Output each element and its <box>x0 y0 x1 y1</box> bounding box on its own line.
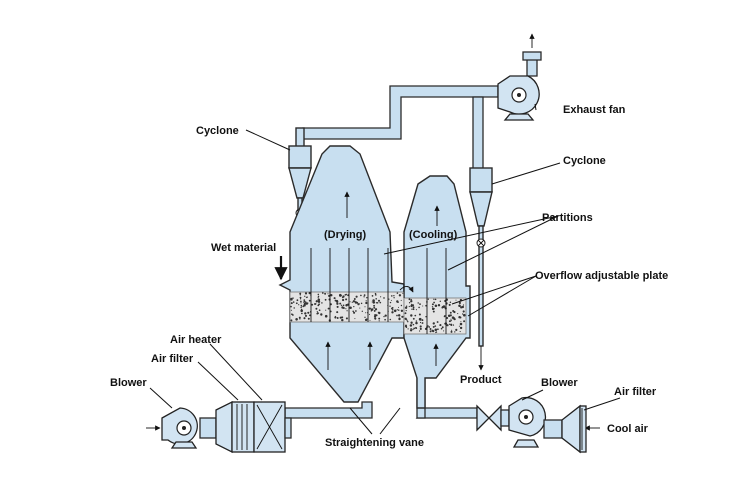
label-exhaust-fan: Exhaust fan <box>563 104 626 116</box>
drying-chamber <box>278 145 471 409</box>
label-drying: (Drying) <box>324 229 367 241</box>
leader-lines <box>149 103 621 435</box>
right-air-train <box>476 396 587 454</box>
label-blower-left: Blower <box>110 377 147 389</box>
label-cyclone-right: Cyclone <box>563 155 606 167</box>
label-cool-air: Cool air <box>607 423 649 435</box>
exhaust-fan <box>497 75 540 121</box>
filter-hatch <box>236 404 248 450</box>
label-air-filter-left: Air filter <box>151 353 194 365</box>
label-partitions: Partitions <box>542 212 593 224</box>
cyclone-right <box>469 167 493 371</box>
label-cyclone-left: Cyclone <box>196 125 239 137</box>
flow-arrows <box>146 33 600 431</box>
label-air-filter-right: Air filter <box>614 386 657 398</box>
fluid-bed <box>289 291 467 335</box>
label-product: Product <box>460 374 502 386</box>
label-overflow-plate: Overflow adjustable plate <box>535 270 668 282</box>
partitions-lines <box>310 248 447 334</box>
label-straightening-vane: Straightening vane <box>325 437 424 449</box>
label-cooling: (Cooling) <box>409 229 458 241</box>
bed-particles <box>290 291 466 334</box>
label-blower-right: Blower <box>541 377 578 389</box>
label-air-heater: Air heater <box>170 334 222 346</box>
labels: Cyclone Exhaust fan Cyclone Partitions W… <box>110 104 668 449</box>
label-wet-material: Wet material <box>211 242 276 254</box>
left-air-train <box>161 400 292 454</box>
